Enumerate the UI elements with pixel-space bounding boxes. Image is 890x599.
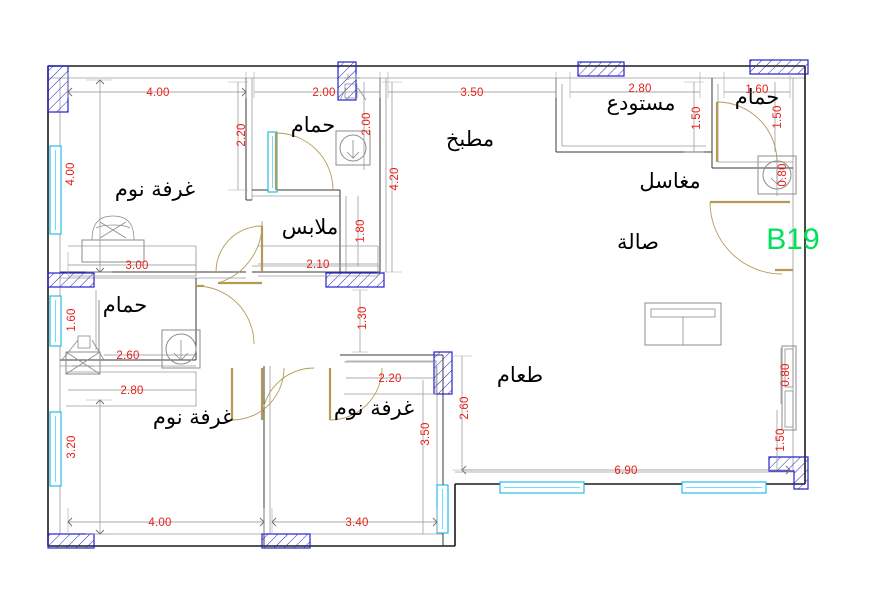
column-bottom-right [768,456,809,490]
room-label-kitchen: مطبخ [446,127,494,151]
horizontal-dimension-texts: 4.00 2.00 3.50 2.80 1.60 3.00 2.10 2.60 … [116,83,768,529]
room-label-closet: ملابس [282,215,338,239]
dim-closet-1-80: 1.80 [355,219,367,242]
shower-mid-left-bath [61,335,105,375]
room-label-washbasins: مغاسل [639,169,700,193]
vertical-dimension-texts: 4.00 2.20 2.00 4.20 1.80 1.50 1.50 0.80 … [65,105,792,458]
vanity-right-wall [781,345,797,431]
dim-corr-1-30: 1.30 [357,306,369,329]
bed-top-left [81,215,145,263]
dim-top-2-80: 2.80 [628,83,651,95]
dim-right-0-80: 0.80 [780,363,792,386]
dim-bathl-1-60: 1.60 [66,308,78,331]
room-labels: غرفة نوم حمام ملابس مطبخ مستودع حمام مغا… [103,85,780,429]
dim-bath-2-20: 2.20 [236,123,248,146]
dim-bot-4-00: 4.00 [148,517,171,529]
dim-bed-2-80: 2.80 [120,385,143,397]
dim-bed-3-50: 3.50 [420,422,432,445]
room-label-bath-mid-left: حمام [103,293,148,317]
plan-tag-label: B19 [766,223,819,256]
room-label-dining: طعام [497,363,543,387]
column-bottom-mid [261,533,311,549]
dim-bed-3-00: 3.00 [125,260,148,272]
dim-top-3-50: 3.50 [460,87,483,99]
room-label-bath-top-left: حمام [291,113,336,137]
column-dining-left [433,351,453,395]
dim-closet-2-10: 2.10 [306,259,329,271]
dim-top-4-00: 4.00 [146,87,169,99]
column-top-left [47,65,69,113]
sofa-hall [644,302,722,346]
room-label-hall: صالة [617,230,659,254]
doors [195,101,793,421]
room-label-bedroom-bottom-left: غرفة نوم [153,405,233,429]
column-top-store [577,61,625,77]
dim-bath-2-60: 2.60 [116,350,139,362]
dim-wc-0-80: 0.80 [777,163,789,186]
structural-columns [47,59,809,549]
dim-right-1-50: 1.50 [775,428,787,451]
dim-left-4-00: 4.00 [65,162,77,185]
dim-left-3-20: 3.20 [66,435,78,458]
dim-bot-6-90: 6.90 [614,465,637,477]
dim-top-1-60: 1.60 [745,84,768,96]
column-bottom-left [47,533,95,549]
dim-bed-2-20: 2.20 [378,373,401,385]
dim-store-1-50: 1.50 [691,106,703,129]
room-label-bath-top-right: حمام [735,85,780,109]
dim-top-2-00: 2.00 [312,87,335,99]
windows [49,131,767,534]
dim-bath-2-00: 2.00 [361,112,373,135]
room-label-storage: مستودع [606,91,675,115]
dimension-lines [66,72,791,535]
room-label-bedroom-bottom-mid: غرفة نوم [334,396,414,420]
column-mid [325,272,385,288]
room-label-bedroom-top-left: غرفة نوم [115,177,195,201]
dim-dining-2-60: 2.60 [459,396,471,419]
column-top-right [749,59,809,75]
sink-top-left-bath [339,74,367,101]
column-left-mid [47,272,95,288]
dim-bathr-1-50: 1.50 [772,105,784,128]
wc-top-left-bath [335,130,371,166]
column-top-mid [337,61,357,101]
dim-bot-3-40: 3.40 [345,517,368,529]
dim-kitchen-4-20: 4.20 [389,167,401,190]
